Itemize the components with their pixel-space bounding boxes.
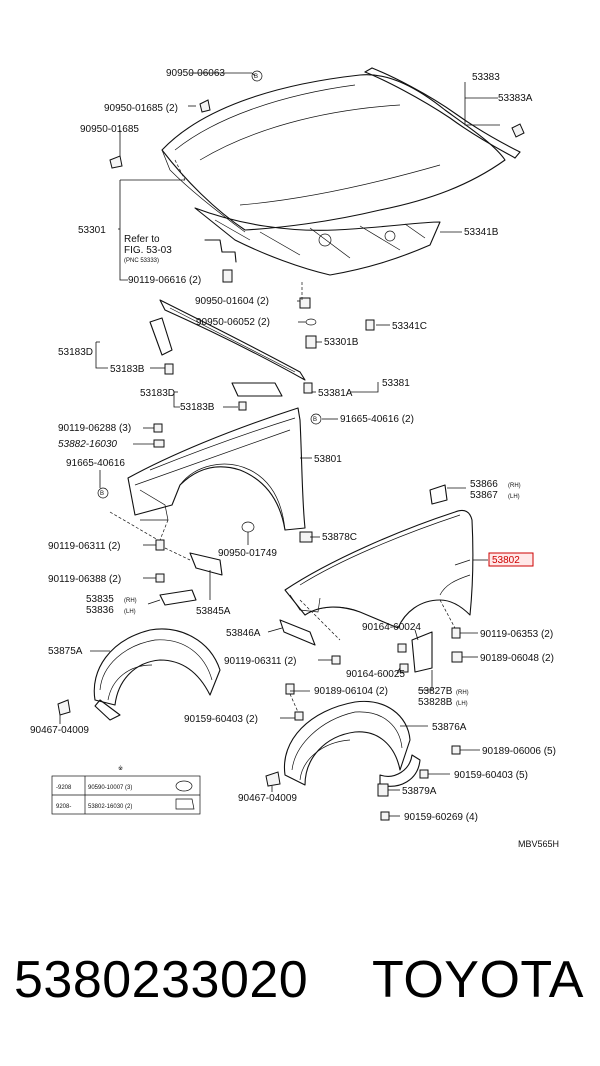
- label-53879a: 53879A: [402, 786, 437, 797]
- label-53801: 53801: [314, 454, 342, 465]
- svg-text:B: B: [313, 417, 317, 423]
- cushion-icon: B: [109, 70, 263, 283]
- leader-lines: [59, 72, 500, 817]
- date-row1-date: -9208: [56, 785, 72, 791]
- footer: 5380233020 TOYOTA: [0, 950, 600, 1030]
- svg-text:B: B: [254, 74, 258, 80]
- label-90119-06288: 90119-06288 (3): [58, 423, 131, 434]
- label-53828b-side: (LH): [456, 701, 468, 707]
- label-53183b-b: 53183B: [180, 402, 215, 413]
- date-row2-part: 53802-16030 (2): [88, 804, 132, 810]
- brand-name: TOYOTA: [372, 951, 584, 1009]
- label-90119-06353: 90119-06353 (2): [480, 629, 553, 640]
- date-table-mark: ※: [118, 765, 123, 772]
- bracket-53183d-icon: [149, 317, 283, 397]
- label-handwritten-53882: 53882-16030: [58, 439, 117, 450]
- front-fender-left: [127, 407, 306, 531]
- label-53383a: 53383A: [498, 93, 533, 104]
- label-91665-40616: 91665-40616: [66, 458, 125, 469]
- label-90467-04009-b: 90467-04009: [238, 793, 297, 804]
- label-91665-40616-2: 91665-40616 (2): [340, 414, 414, 425]
- clips-icon: [164, 297, 375, 411]
- label-53876a: 53876A: [432, 722, 467, 733]
- label-53383: 53383: [472, 72, 500, 83]
- hood-panel: [161, 74, 506, 233]
- label-53341b: 53341B: [464, 227, 499, 238]
- hood-seal-53381: [159, 299, 306, 381]
- refer-line3: (PNC 53333): [124, 258, 159, 264]
- label-90950-01604: 90950-01604 (2): [195, 296, 269, 307]
- hood-inner-panel: [194, 207, 441, 276]
- callout-labels: 90950-06063 90950-01685 (2) 90950-01685 …: [30, 68, 559, 849]
- label-53183b-a: 53183B: [110, 364, 145, 375]
- label-53301b: 53301B: [324, 337, 359, 348]
- label-53846a: 53846A: [226, 628, 261, 639]
- fender-right-parts: [279, 484, 463, 721]
- label-90467-04009-a: 90467-04009: [30, 725, 89, 736]
- label-53341c: 53341C: [392, 321, 427, 332]
- label-53845a: 53845A: [196, 606, 231, 617]
- label-53802: 53802: [492, 555, 520, 566]
- refer-line1: Refer to: [124, 234, 160, 245]
- hood-lock-bracket: [204, 239, 237, 263]
- label-53381a: 53381A: [318, 388, 353, 399]
- fender-liner-right: [265, 700, 461, 821]
- label-53835: 53835: [86, 594, 114, 605]
- label-53828b: 53828B: [418, 697, 453, 708]
- label-90189-06048: 90189-06048 (2): [480, 653, 554, 664]
- label-53866-side: (RH): [508, 483, 521, 489]
- label-90164-60024: 90164-60024: [362, 622, 421, 633]
- fender-liner-left: [57, 628, 221, 721]
- label-53381: 53381: [382, 378, 410, 389]
- date-row2-date: 9208-: [56, 804, 71, 810]
- label-90950-01685-2: 90950-01685 (2): [104, 103, 178, 114]
- label-90950-01685: 90950-01685: [80, 124, 139, 135]
- hood-weatherstrip: [364, 67, 521, 159]
- dashed-guides: [109, 159, 456, 713]
- label-53836-side: (LH): [124, 609, 136, 615]
- label-90119-06311-a: 90119-06311 (2): [48, 541, 120, 552]
- clip-53383a-icon: [511, 123, 525, 138]
- fender-brackets-left: [159, 552, 223, 606]
- label-53875a: 53875A: [48, 646, 83, 657]
- label-53183d-a: 53183D: [58, 347, 93, 358]
- front-fender-right: [284, 509, 474, 629]
- label-90159-60403-a: 90159-60403 (2): [184, 714, 258, 725]
- label-53827b: 53827B: [418, 686, 453, 697]
- label-53835-side: (RH): [124, 598, 137, 604]
- label-90189-06006: 90189-06006 (5): [482, 746, 556, 757]
- label-53183d-b: 53183D: [140, 388, 175, 399]
- svg-text:B: B: [100, 491, 104, 497]
- refer-line2: FIG. 53-03: [124, 245, 172, 256]
- part-number: 5380233020: [14, 951, 309, 1009]
- label-90119-06311-b: 90119-06311 (2): [224, 656, 296, 667]
- label-90950-01749: 90950-01749: [218, 548, 277, 559]
- date-range-table: -9208 90590-10007 (3) 9208- 53802-16030 …: [51, 765, 201, 815]
- label-90119-06616: 90119-06616 (2): [128, 275, 201, 286]
- diagram-code: MBV565H: [518, 839, 559, 849]
- highlight-box-53802: [488, 552, 534, 567]
- label-53836: 53836: [86, 605, 114, 616]
- label-90119-06388: 90119-06388 (2): [48, 574, 121, 585]
- date-row1-part: 90590-10007 (3): [88, 785, 132, 791]
- label-53301: 53301: [78, 225, 106, 236]
- label-90950-06052: 90950-06052 (2): [196, 317, 270, 328]
- label-53867-side: (LH): [508, 494, 520, 500]
- label-53867: 53867: [470, 490, 498, 501]
- label-90189-06104: 90189-06104 (2): [314, 686, 388, 697]
- label-90159-60403-b: 90159-60403 (5): [454, 770, 528, 781]
- label-90950-06063: 90950-06063: [166, 68, 225, 79]
- label-53878c: 53878C: [322, 532, 357, 543]
- label-53866: 53866: [470, 479, 498, 490]
- label-90164-60025: 90164-60025: [346, 669, 405, 680]
- label-53827b-side: (RH): [456, 690, 469, 696]
- label-90159-60269: 90159-60269 (4): [404, 812, 478, 823]
- fender-fasteners-left: B B: [97, 413, 322, 583]
